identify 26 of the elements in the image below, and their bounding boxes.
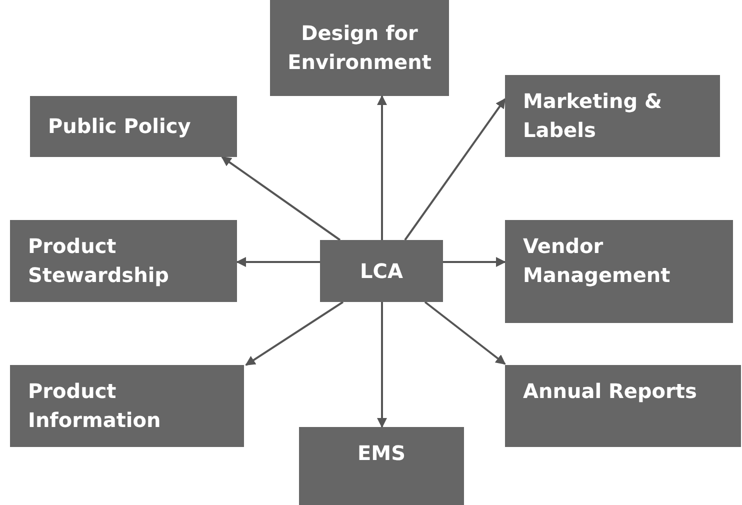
box-label: Design for Environment	[288, 20, 432, 76]
arrow	[221, 156, 341, 241]
arrow	[377, 302, 387, 428]
process-box	[270, 0, 449, 96]
box-label: Vendor Management	[523, 233, 672, 289]
box-label: LCA	[360, 258, 403, 284]
process-box	[505, 75, 720, 157]
process-box	[505, 220, 733, 323]
box-label: EMS	[358, 440, 406, 467]
arrow	[377, 95, 387, 240]
box-label: Public Policy	[48, 113, 191, 140]
box-label: Marketing & Labels	[523, 88, 663, 144]
process-box	[320, 240, 443, 302]
arrow	[245, 301, 344, 366]
arrow	[236, 257, 320, 267]
box-label: Product Information	[28, 378, 162, 434]
arrow	[404, 98, 506, 241]
box-label: Product Stewardship	[28, 233, 170, 289]
arrow	[424, 301, 506, 365]
box-label: Annual Reports	[523, 378, 697, 405]
process-box	[30, 96, 237, 157]
process-box	[299, 427, 464, 505]
process-box	[10, 365, 244, 447]
process-box	[10, 220, 237, 302]
process-box	[505, 365, 741, 447]
arrow	[443, 257, 506, 267]
